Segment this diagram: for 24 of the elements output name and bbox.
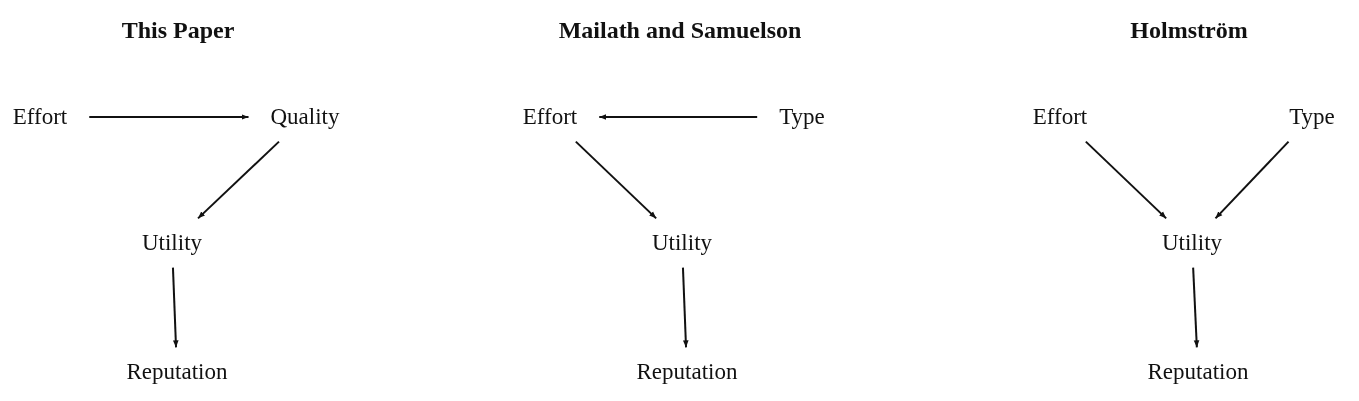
variable-label: Effort [12,104,68,130]
panel-heading: This Paper [121,16,235,44]
arrow [1084,140,1168,220]
arrow [1214,140,1290,220]
arrow [88,114,250,120]
panel-heading: Mailath and Samuelson [558,16,802,44]
variable-label: Effort [1032,104,1088,130]
arrow [574,140,658,220]
arrow [598,114,759,120]
variable-label: Effort [522,104,578,130]
arrow [171,266,179,349]
variable-label: Reputation [636,359,738,385]
variable-label: Utility [651,230,713,256]
variable-label: Type [779,104,825,130]
arrow [681,266,689,349]
variable-label: Type [1289,104,1335,130]
arrow [197,140,280,220]
variable-label: Reputation [126,359,228,385]
arrow [1192,266,1200,349]
variable-label: Quality [270,104,340,130]
variable-label: Reputation [1147,359,1249,385]
variable-label: Utility [1161,230,1223,256]
variable-label: Utility [141,230,203,256]
panel-heading: Holmström [1130,16,1248,44]
